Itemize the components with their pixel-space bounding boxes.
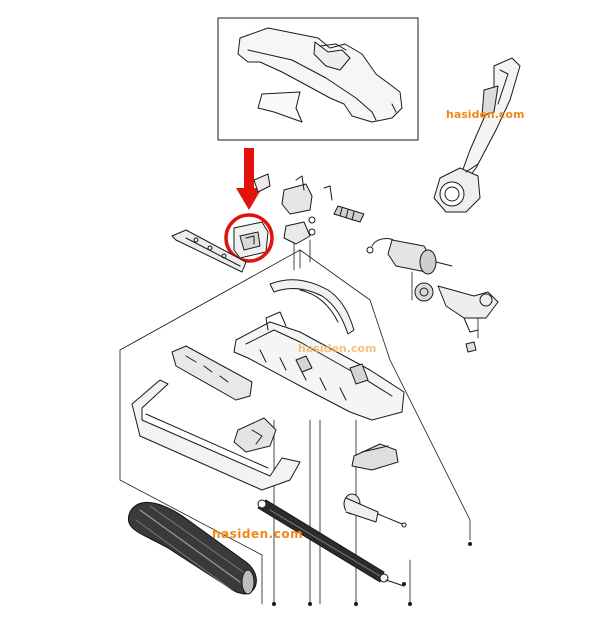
latch-part (351, 443, 399, 471)
motor-part (366, 238, 453, 301)
main-housing-part (233, 311, 405, 605)
gear-linkage-part (414, 282, 499, 353)
watermark-bottom: hasiden.com (212, 527, 303, 541)
red-down-arrow-icon (236, 148, 262, 210)
watermark-middle: hasiden.com (298, 342, 376, 355)
neck-joint-part (433, 57, 521, 213)
watermark-top-right: hasiden.com (446, 108, 524, 121)
front-rail-part (171, 229, 247, 273)
bushing-part (343, 493, 407, 528)
red-circle-marker (224, 213, 274, 263)
screw-markers (272, 542, 472, 606)
hose-cable-part (269, 279, 355, 335)
inset-frame (217, 17, 419, 141)
upper-switch-assembly (253, 173, 365, 271)
side-clip-part (233, 417, 277, 453)
front-comb-part (171, 345, 253, 401)
highlighted-clip-part (224, 213, 274, 263)
bumper-bar-part (131, 379, 301, 491)
brush-roll-part (127, 502, 257, 595)
drive-shaft-part (257, 499, 405, 587)
inset-cover-part (237, 27, 403, 123)
